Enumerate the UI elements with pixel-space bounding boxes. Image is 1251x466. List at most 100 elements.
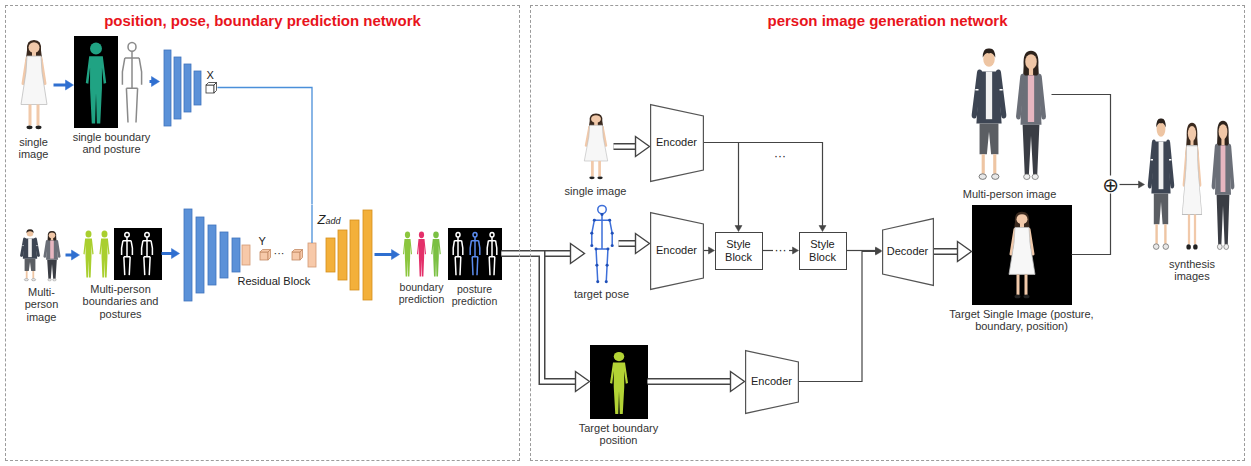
block-label: ⊕ <box>1102 176 1119 194</box>
pose-skeleton <box>592 205 612 281</box>
hollow-arrow <box>614 137 650 157</box>
text-holder: Target boundary position <box>577 422 661 447</box>
mask-background <box>114 228 162 280</box>
text-holder: posture prediction <box>448 283 502 307</box>
encoder-trapezoid <box>745 350 798 413</box>
connector-arrow <box>1052 94 1111 175</box>
target-pose-image: target pose <box>585 203 619 285</box>
text-holder: Decoder <box>882 218 934 286</box>
arrow-head <box>876 247 882 254</box>
text-holder: ⊕ <box>1102 176 1120 194</box>
input-photo: single image <box>578 112 614 182</box>
arrow-head <box>152 77 160 87</box>
connector-arrow <box>704 247 715 254</box>
pose-skeleton <box>122 232 133 275</box>
text-holder: Residual Block <box>238 275 311 288</box>
feature-label: X <box>207 69 214 82</box>
arrow-head <box>172 249 180 259</box>
image-caption: single image <box>10 136 58 161</box>
connector-arrow <box>847 247 882 254</box>
decoder-bar <box>363 210 372 300</box>
feature-label: Y <box>259 235 266 248</box>
connector-line-inner <box>648 380 732 384</box>
text-holder: position, pose, boundary prediction netw… <box>6 12 519 29</box>
pose-skeleton <box>453 232 463 275</box>
connector-line <box>648 378 732 385</box>
encoder-bar <box>194 71 201 105</box>
person-photo <box>1182 123 1202 250</box>
arrow-head <box>1139 181 1145 188</box>
encoder-trapezoid <box>650 212 703 289</box>
connector-line <box>54 84 67 87</box>
encoder-trapezoid <box>650 104 703 181</box>
connector-line <box>934 248 959 255</box>
encoder-bar <box>164 50 171 126</box>
image-caption: single image <box>556 185 636 198</box>
pose-skeleton <box>470 232 480 275</box>
hollow-arrow <box>619 234 650 254</box>
encoder-stack: X <box>160 48 218 128</box>
edge-label: ··· <box>773 244 789 258</box>
text-holder: Y <box>259 235 266 248</box>
boundary-silhouette <box>86 43 106 124</box>
connector-arrow <box>218 88 313 205</box>
connector-arrow <box>54 80 74 90</box>
text-holder: Multi-person boundaries and postures <box>75 283 167 321</box>
mask-background <box>590 345 648 419</box>
connector-line <box>614 143 637 150</box>
boundary-posture-image: Multi-person boundaries and postures <box>80 228 162 280</box>
synthesis-photo: synthesis images <box>1145 115 1240 255</box>
text-holder: X <box>207 69 214 82</box>
connector-line <box>1120 184 1140 185</box>
connector-line-inner <box>614 145 637 149</box>
cube-face <box>292 252 300 260</box>
text-holder: single image <box>10 136 58 161</box>
connector-arrow <box>704 143 743 232</box>
pose-skeleton <box>122 43 141 123</box>
mask-background <box>74 36 118 128</box>
text-holder: Zadd <box>318 213 341 228</box>
panel-title: person image generation network <box>531 12 1244 29</box>
person-photo <box>21 40 47 129</box>
hollow-arrow <box>502 254 590 392</box>
person-photo <box>1213 121 1232 250</box>
image-caption: Multi-person image <box>15 286 69 324</box>
feature-label: Residual Block <box>238 275 311 288</box>
image-caption: synthesis images <box>1160 258 1224 283</box>
boundary-silhouette <box>417 231 426 276</box>
arrow-head <box>66 80 74 90</box>
feature-label: Zadd <box>318 213 341 228</box>
text-holder: Encoder <box>650 212 704 290</box>
encoder-block: Encoder <box>745 350 799 414</box>
decoder-block: Decoder <box>882 218 934 286</box>
residual-network: Y···Residual BlockZadd <box>180 205 375 305</box>
text-holder: single boundary and posture <box>67 131 157 156</box>
sum-operator: ⊕ <box>1102 176 1120 194</box>
connector-line <box>375 253 393 256</box>
image-caption: Target Single Image (posture, boundary, … <box>942 308 1102 333</box>
person-photo <box>974 48 1003 179</box>
encoder-bar <box>184 209 192 301</box>
cube-side <box>260 250 271 261</box>
text-holder: Multi-person image <box>15 286 69 324</box>
encoder-bars <box>184 209 240 301</box>
text-holder: single image <box>556 185 636 198</box>
connector-line <box>502 254 577 382</box>
text-holder: Style Block <box>800 233 846 269</box>
person-photo <box>45 231 59 281</box>
person-photo <box>1150 118 1172 249</box>
arrow-head <box>958 242 972 262</box>
mask-background <box>972 205 1072 305</box>
connector-line-inner <box>502 254 577 382</box>
encoder-bar <box>196 217 204 293</box>
connector-arrow <box>1120 181 1145 188</box>
image-caption: target pose <box>567 288 637 301</box>
target-single-image: Target Single Image (posture, boundary, … <box>972 205 1072 305</box>
panel-title: position, pose, boundary prediction netw… <box>6 12 519 29</box>
target-boundary-image: Target boundary position <box>590 345 648 419</box>
arrow-head <box>636 137 650 157</box>
arrow-head <box>72 250 80 260</box>
connector-line-inner <box>934 250 959 254</box>
